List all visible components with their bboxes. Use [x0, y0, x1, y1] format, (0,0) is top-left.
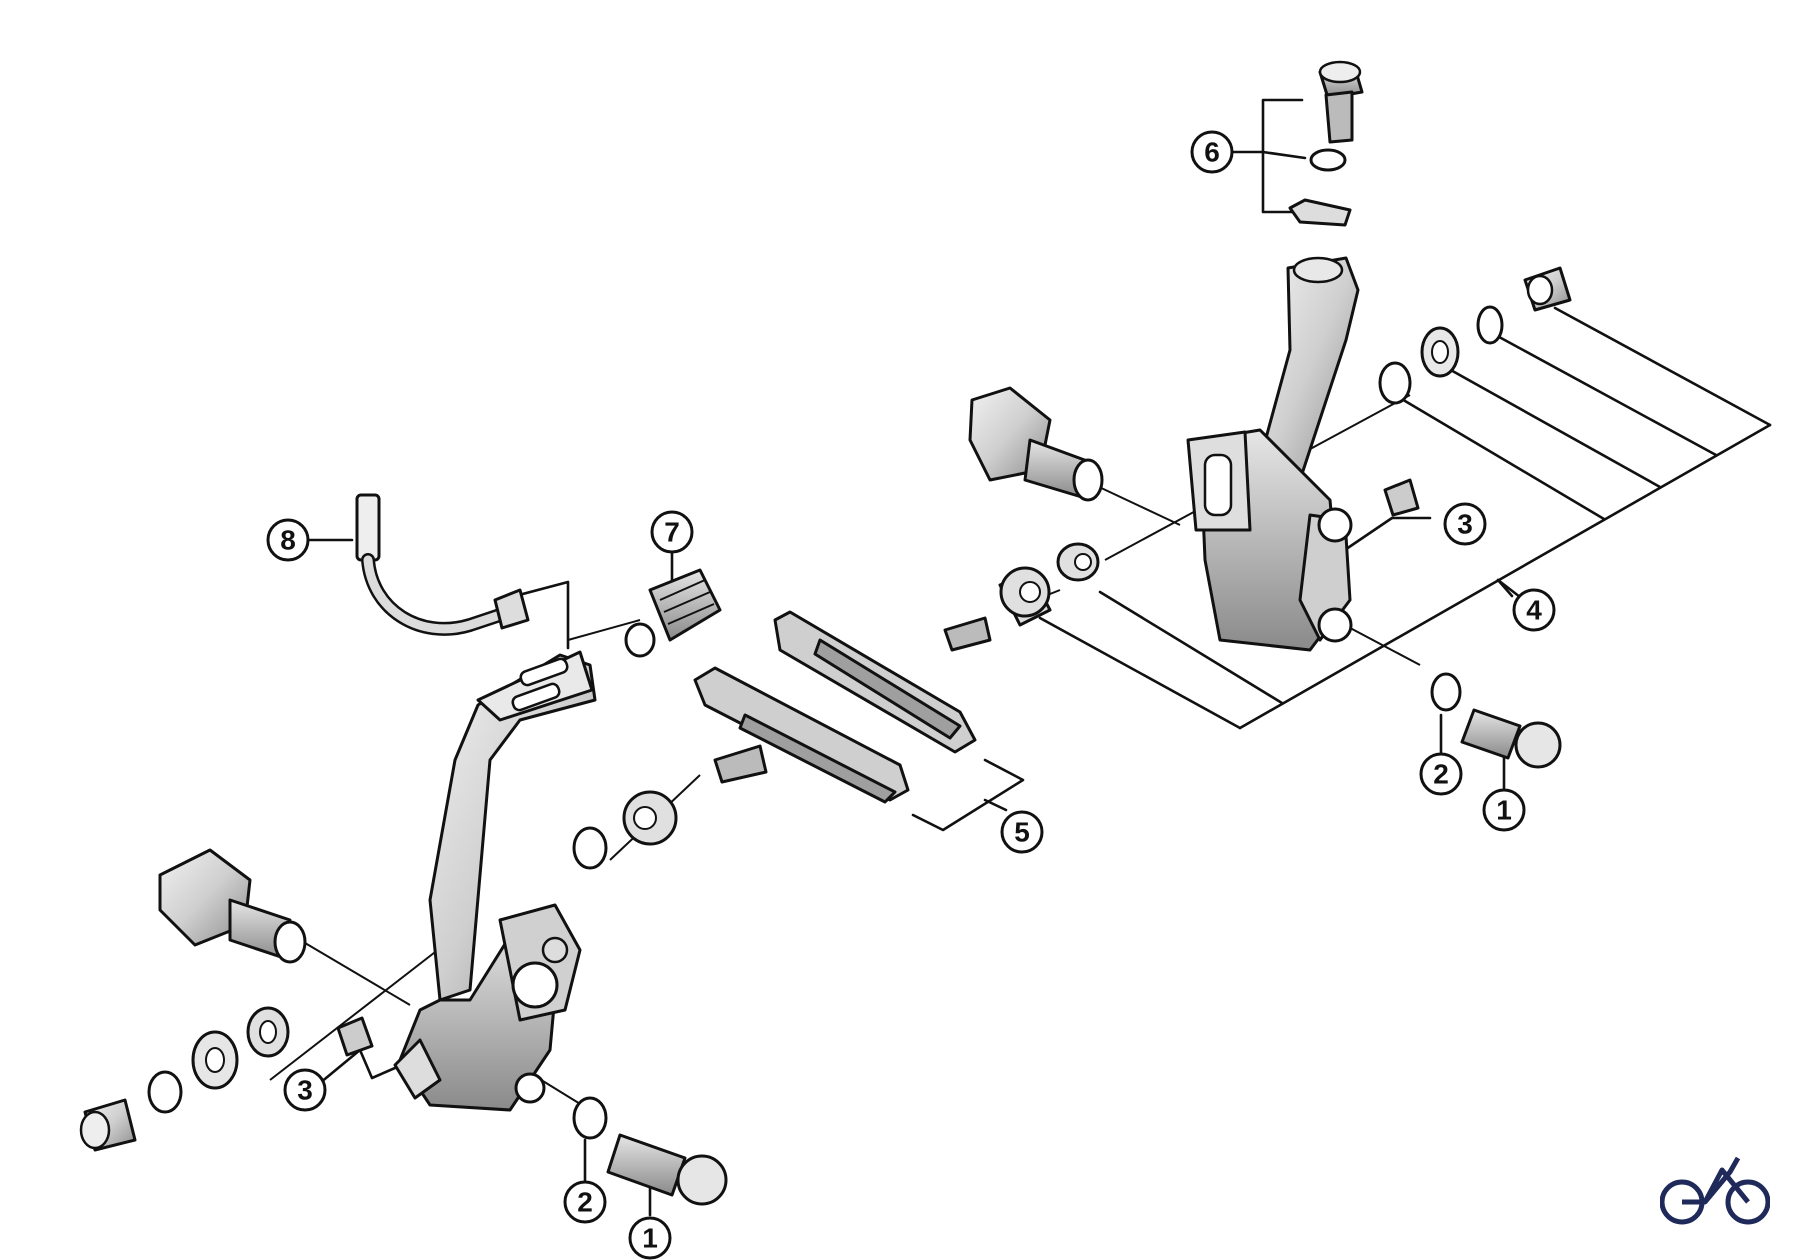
callout-1-right-label: 1	[1496, 795, 1512, 826]
left-brake-arm	[79, 650, 728, 1206]
callout-2-left-label: 2	[577, 1187, 593, 1218]
callout-6: 6	[1190, 130, 1234, 174]
callout-1-left-label: 1	[642, 1223, 658, 1254]
callout-2-right-label: 2	[1433, 759, 1449, 790]
callout-2-left: 2	[563, 1180, 607, 1224]
spring-and-noodle	[355, 493, 722, 658]
brake-shoes	[572, 566, 1051, 870]
bicycle-icon	[1660, 1156, 1770, 1225]
callout-6-label: 6	[1204, 137, 1220, 168]
callout-4-label: 4	[1526, 595, 1542, 626]
callout-7: 7	[650, 510, 694, 554]
callout-3-right-label: 3	[1457, 509, 1473, 540]
right-brake-arm	[968, 60, 1572, 769]
callout-4: 4	[1512, 588, 1556, 632]
callout-3-left-label: 3	[297, 1075, 313, 1106]
callout-3-right: 3	[1443, 502, 1487, 546]
callout-8: 8	[266, 518, 310, 562]
callout-3-left: 3	[283, 1068, 327, 1112]
callout-1-right: 1	[1482, 788, 1526, 832]
callout-5-label: 5	[1014, 817, 1030, 848]
callout-1-left: 1	[628, 1216, 672, 1260]
callout-7-label: 7	[664, 517, 680, 548]
callout-5: 5	[1000, 810, 1044, 854]
callout-8-label: 8	[280, 525, 296, 556]
callout-2-right: 2	[1419, 752, 1463, 796]
